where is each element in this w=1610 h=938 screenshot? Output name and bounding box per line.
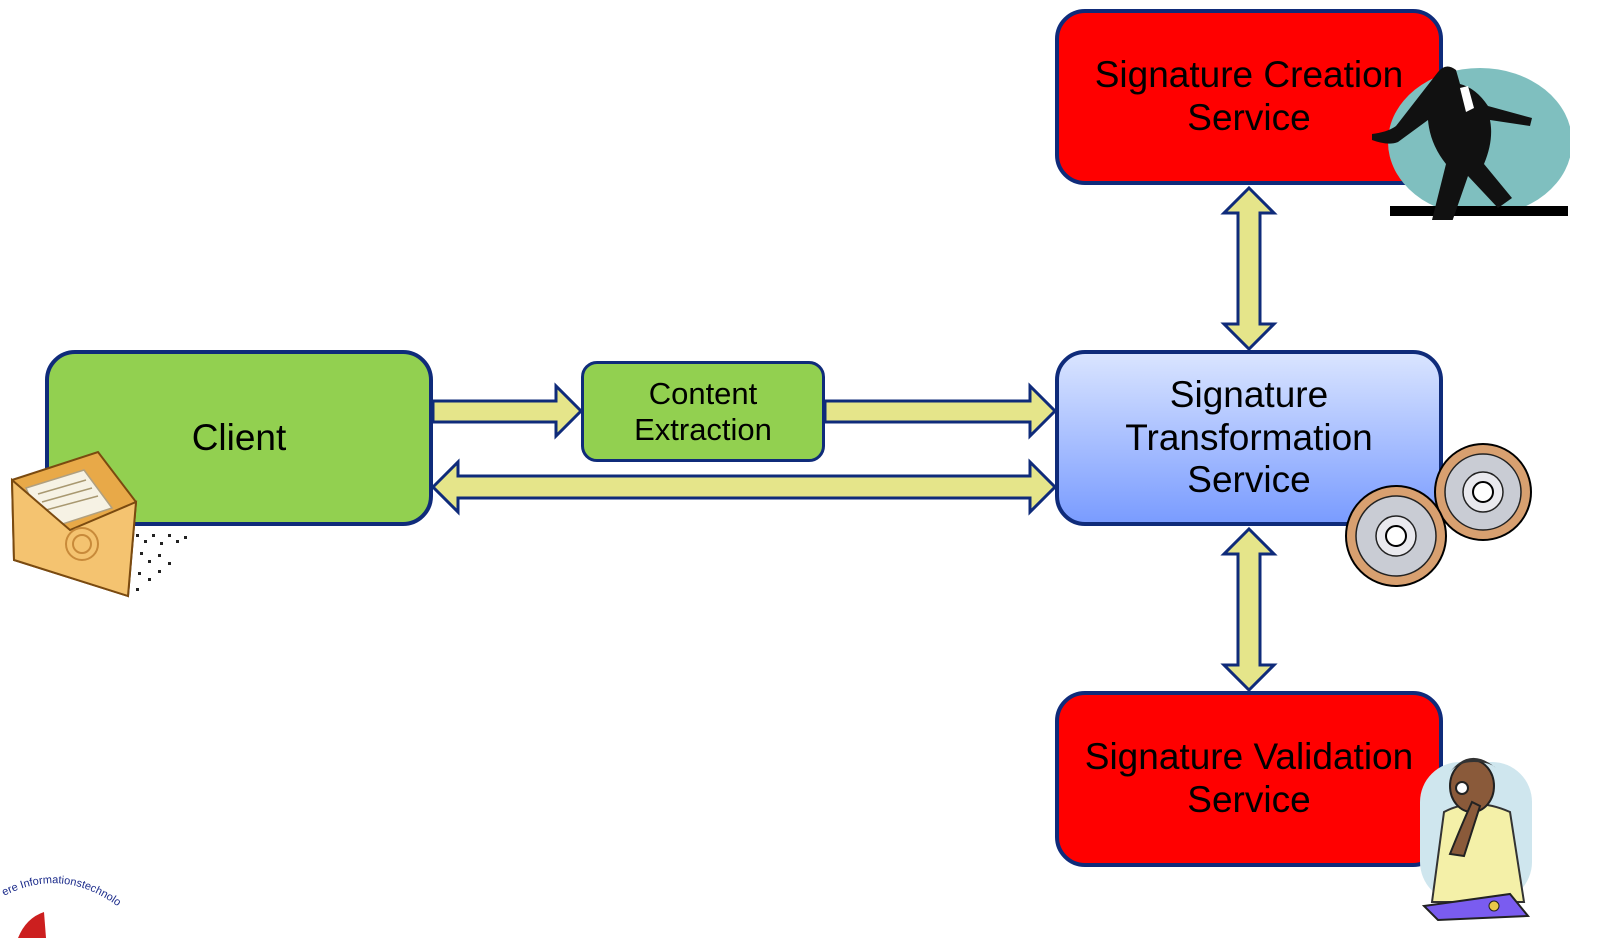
signature-transformation-node: Signature Transformation Service: [1055, 350, 1443, 526]
inspector-person-icon: [1420, 757, 1532, 922]
arrow-transformation-creation-both: [1220, 185, 1278, 352]
envelope-icon: [10, 450, 187, 598]
arrow-content-to-transformation: [823, 382, 1058, 440]
signature-validation-node: Signature Validation Service: [1055, 691, 1443, 867]
arrow-client-transformation-both: [430, 458, 1058, 516]
client-node: Client: [45, 350, 433, 526]
signature-creation-node: Signature Creation Service: [1055, 9, 1443, 185]
content-extraction-node: Content Extraction: [581, 361, 825, 462]
worker-shovel-icon: [1372, 66, 1570, 220]
arrow-client-to-content: [431, 382, 584, 440]
institution-logo: ere Informationstechnolo: [0, 874, 123, 938]
arrow-transformation-validation-both: [1220, 526, 1278, 693]
logo-text: ere Informationstechnolo: [0, 874, 123, 909]
gears-icon: [1345, 443, 1532, 587]
